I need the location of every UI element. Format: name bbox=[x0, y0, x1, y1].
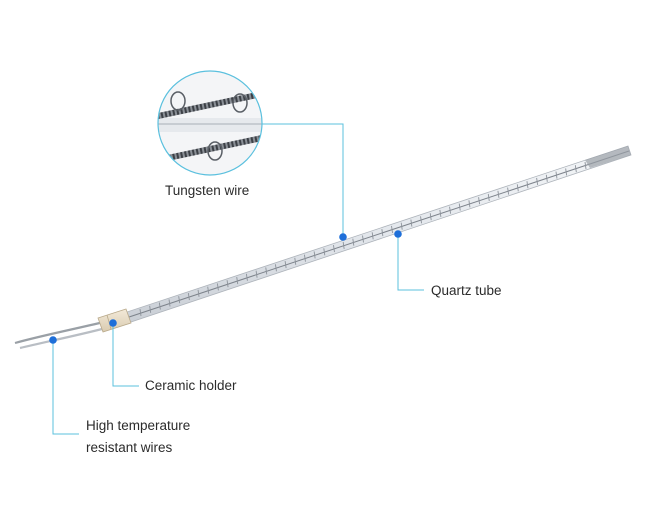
filament-support-tick bbox=[458, 203, 461, 211]
filament-support-tick bbox=[149, 305, 152, 313]
filament-support-tick bbox=[400, 222, 403, 230]
filament-support-tick bbox=[429, 213, 432, 221]
filament-support-tick bbox=[468, 200, 471, 208]
filament-support-tick bbox=[391, 225, 393, 233]
lead-wires bbox=[14, 320, 107, 350]
filament-support-tick bbox=[236, 276, 239, 285]
filament-support-tick bbox=[410, 219, 413, 227]
filament-support-tick bbox=[226, 280, 229, 288]
filament-support-tick bbox=[536, 177, 539, 186]
filament-support-tick bbox=[381, 229, 384, 237]
filament-support-tick bbox=[516, 184, 519, 192]
filament-support-tick bbox=[265, 267, 268, 275]
filament-support-tick bbox=[139, 308, 142, 317]
resistant-wires-label-line2: resistant wires bbox=[86, 440, 173, 455]
filament-support-tick bbox=[420, 216, 422, 224]
filament-support-tick bbox=[294, 257, 297, 265]
filament-support-tick bbox=[304, 254, 306, 262]
filament-support-tick bbox=[545, 174, 548, 182]
filament-support-tick bbox=[497, 190, 500, 198]
tungsten-callout-line bbox=[262, 123, 344, 237]
filament-support-tick bbox=[439, 209, 442, 217]
wires-callout-line bbox=[52, 340, 79, 435]
callout-lines bbox=[52, 123, 424, 435]
filament-support-tick bbox=[342, 241, 345, 249]
quartz-callout-line bbox=[397, 234, 424, 291]
ceramic-holder-label: Ceramic holder bbox=[145, 378, 237, 393]
filament-support-tick bbox=[207, 286, 210, 294]
filament-support-tick bbox=[478, 197, 481, 205]
filament-support-tick bbox=[168, 299, 171, 307]
filament-support-tick bbox=[526, 181, 529, 189]
filament-support-tick bbox=[574, 165, 577, 173]
filament-support-tick bbox=[178, 296, 181, 304]
filament-support-tick bbox=[284, 261, 287, 269]
ceramic-marker bbox=[109, 319, 117, 327]
resistant-wires-label-line1: High temperature bbox=[86, 418, 191, 433]
filament-support-tick bbox=[216, 283, 219, 291]
filament-support-tick bbox=[197, 289, 200, 297]
filament-support-tick bbox=[584, 161, 587, 170]
marker-dots bbox=[49, 230, 402, 344]
quartz-marker bbox=[394, 230, 402, 238]
filament-support-tick bbox=[487, 193, 490, 202]
filament-supports bbox=[139, 161, 587, 317]
filament-support-tick bbox=[255, 270, 258, 278]
resistant-wires-label: High temperature resistant wires bbox=[86, 415, 190, 459]
filament-support-tick bbox=[555, 171, 558, 179]
filament-support-tick bbox=[245, 273, 248, 281]
filament-support-tick bbox=[352, 238, 355, 246]
filament-support-tick bbox=[507, 187, 510, 195]
filament-support-tick bbox=[187, 292, 190, 301]
filament-support-tick bbox=[313, 251, 316, 259]
filament-support-tick bbox=[158, 302, 161, 310]
filament-support-tick bbox=[371, 232, 374, 240]
tungsten-marker bbox=[339, 233, 347, 241]
filament-support-tick bbox=[449, 206, 452, 214]
wires-marker bbox=[49, 336, 57, 344]
filament-support-tick bbox=[565, 168, 568, 176]
filament-support-tick bbox=[323, 248, 326, 256]
ceramic-callout-line bbox=[112, 323, 139, 387]
filament-support-tick bbox=[362, 235, 364, 243]
tungsten-zoom bbox=[157, 70, 263, 176]
quartz-tube-label: Quartz tube bbox=[431, 283, 502, 298]
filament-support-tick bbox=[274, 264, 277, 272]
filament-support-tick bbox=[333, 245, 335, 253]
tungsten-wire-label: Tungsten wire bbox=[165, 183, 250, 198]
